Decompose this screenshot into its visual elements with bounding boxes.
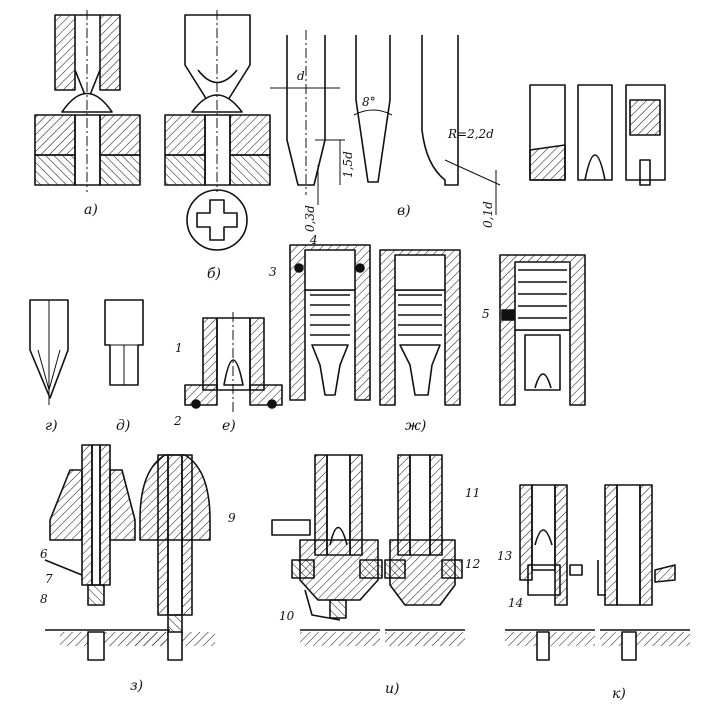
callout-3: 3 [269, 265, 277, 279]
panel-d-drawing [104, 299, 144, 386]
callout-12: 12 [465, 557, 480, 571]
dimension-length: 1,5d [341, 151, 355, 178]
callout-14: 14 [508, 596, 523, 610]
callout-8: 8 [40, 592, 48, 606]
panel-label-v: в) [397, 203, 411, 219]
panel-label-i: и) [385, 681, 399, 697]
panel-label-b: б) [207, 266, 221, 282]
callout-13: 13 [497, 549, 513, 563]
callout-5: 5 [482, 307, 490, 321]
panel-g-drawing [29, 299, 69, 405]
callout-2: 2 [173, 414, 182, 428]
panel-k-drawing [505, 484, 690, 661]
panel-label-g: г) [45, 418, 58, 434]
dimension-offset: 0,1d [481, 201, 495, 228]
panel-zh-drawing [289, 244, 586, 406]
dimension-radius: R=2,2d [447, 127, 494, 141]
panel-label-e: е) [222, 418, 236, 434]
panel-a-drawing [34, 10, 141, 192]
panel-v-drawing [270, 30, 666, 215]
panel-b-drawing [164, 10, 271, 251]
callout-10: 10 [279, 609, 295, 623]
panel-label-a: а) [84, 202, 98, 218]
panel-label-zh: ж) [405, 418, 426, 434]
callout-6: 6 [40, 547, 48, 561]
dimension-angle: 8° [362, 95, 376, 109]
callout-11: 11 [465, 486, 480, 500]
panel-label-d: д) [116, 418, 130, 434]
panel-z-drawing [44, 444, 215, 661]
panel-i-drawing [271, 454, 465, 646]
panel-label-k: к) [612, 686, 626, 702]
callout-7: 7 [45, 572, 53, 586]
panel-label-z: з) [130, 678, 143, 694]
panel-e-drawing [184, 312, 283, 412]
callout-1: 1 [175, 341, 183, 355]
callout-9: 9 [228, 511, 236, 525]
dimension-tip: 0,3d [303, 205, 317, 232]
callout-4: 4 [309, 233, 318, 247]
dimension-d: d [297, 69, 305, 83]
